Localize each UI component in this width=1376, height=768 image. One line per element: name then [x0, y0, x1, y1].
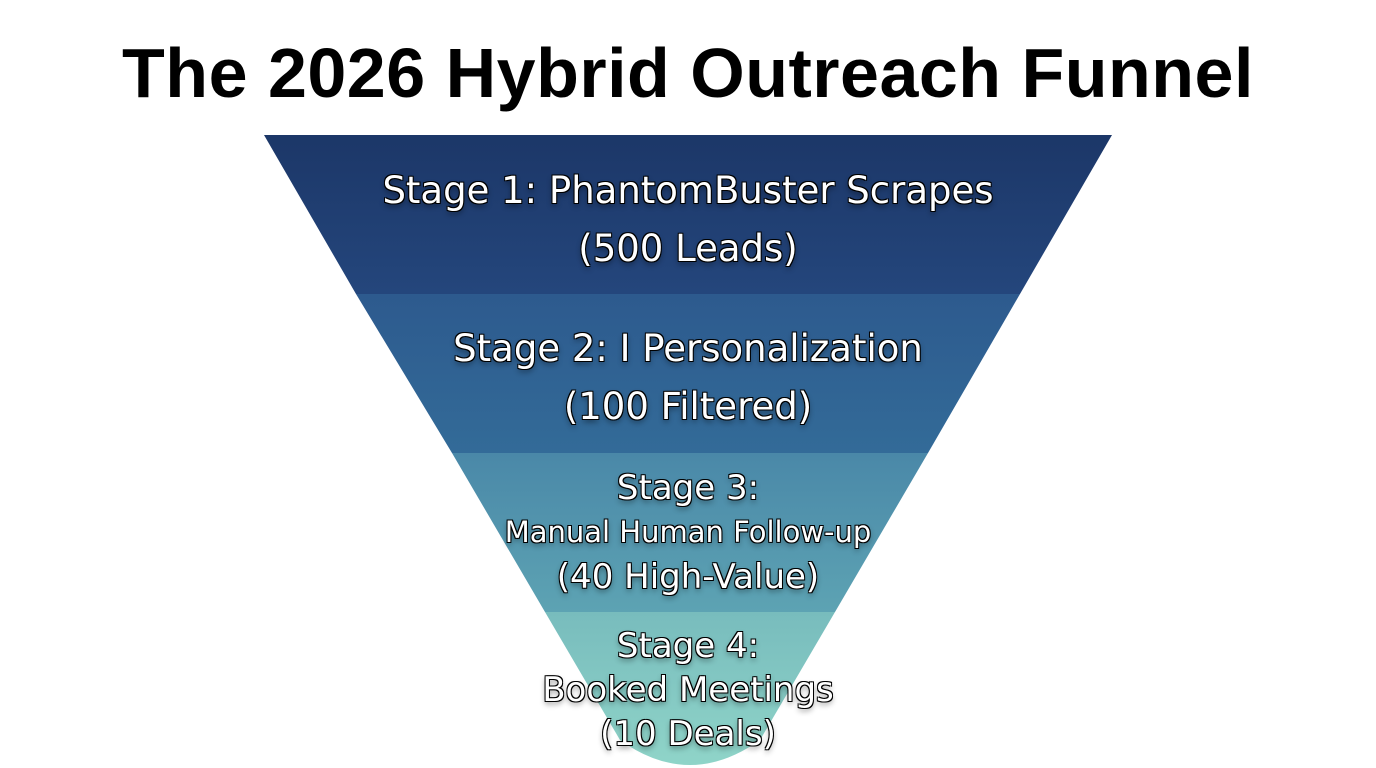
stage-4-label: Stage 4: Booked Meetings (10 Deals) — [0, 624, 1376, 756]
stage-2-label: Stage 2: I Personalization (100 Filtered… — [0, 320, 1376, 436]
stage-1-title: Stage 1: PhantomBuster Scrapes — [382, 169, 994, 212]
funnel-stage-3 — [452, 453, 928, 612]
stage-3-description: Manual Human Follow-up — [504, 515, 872, 549]
page-title: The 2026 Hybrid Outreach Funnel — [122, 34, 1254, 112]
stage-2-title: Stage 2: I Personalization — [453, 327, 923, 370]
stage-1-label: Stage 1: PhantomBuster Scrapes (500 Lead… — [0, 162, 1376, 278]
stage-3-title: Stage 3: — [616, 468, 760, 508]
funnel-stage-1 — [264, 135, 1112, 294]
stage-4-description: Booked Meetings — [542, 670, 834, 710]
stage-3-count: (40 High-Value) — [556, 557, 820, 597]
funnel-stage-2 — [356, 294, 1020, 453]
funnel-stage-4 — [545, 612, 835, 765]
stage-4-count: (10 Deals) — [600, 714, 776, 754]
stage-1-count: (500 Leads) — [578, 227, 798, 270]
stage-4-title: Stage 4: — [616, 626, 760, 666]
stage-3-label: Stage 3: Manual Human Follow-up (40 High… — [0, 466, 1376, 600]
stage-2-count: (100 Filtered) — [563, 385, 813, 428]
